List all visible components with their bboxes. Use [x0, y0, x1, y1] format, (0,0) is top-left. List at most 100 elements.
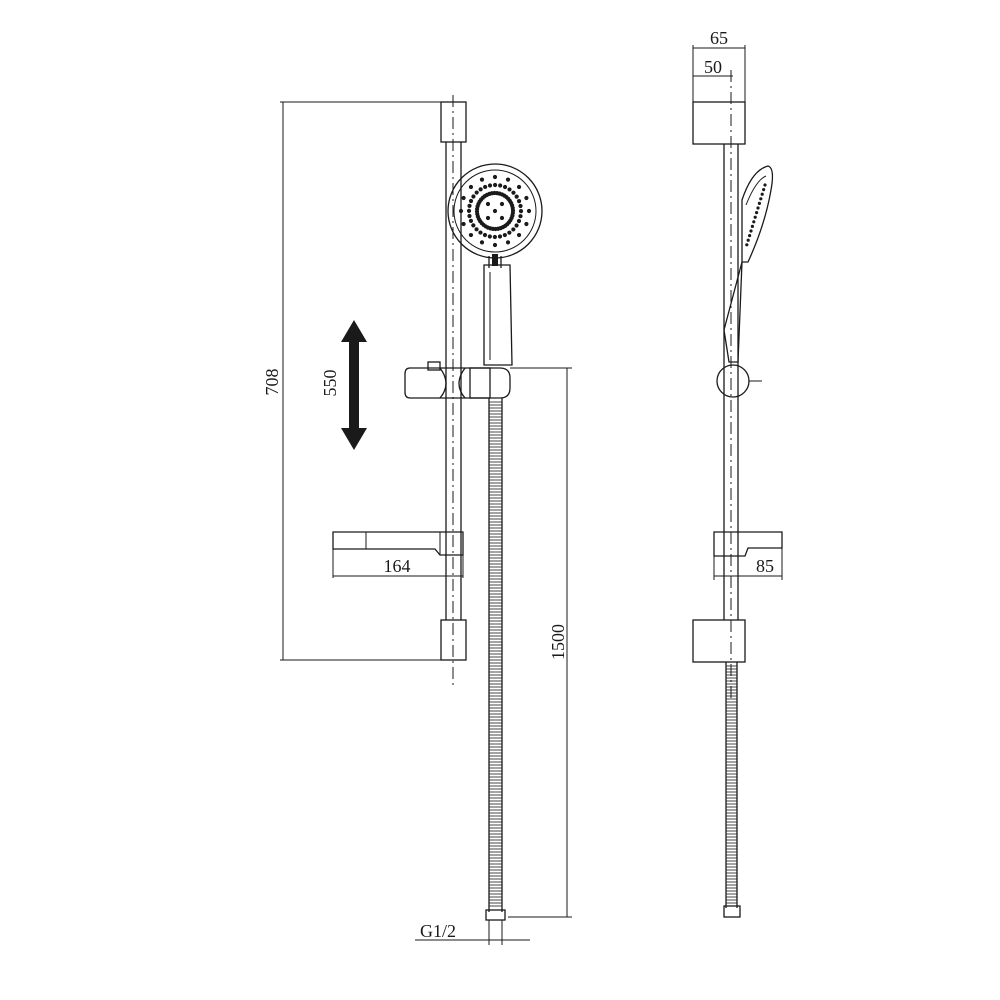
side-view: 85 65 50 — [692, 28, 783, 918]
nozzle-dot — [499, 215, 505, 221]
nozzle-dot — [516, 232, 522, 238]
bottom-wall-bracket — [440, 619, 467, 661]
nozzle-dot — [511, 190, 516, 195]
nozzle-dot — [468, 184, 474, 190]
side-nozzle-dot — [746, 238, 750, 242]
side-nozzle-dot — [757, 201, 762, 205]
nozzle-dot — [461, 195, 466, 201]
nozzle-dot — [492, 174, 498, 180]
side-soap-dish: 85 — [713, 531, 783, 580]
nozzle-dot — [474, 190, 479, 195]
dimension-bracket-depth: 65 50 — [692, 28, 746, 102]
nozzle-dot — [485, 215, 491, 221]
nozzle-dot — [514, 223, 519, 228]
nozzle-dot — [497, 234, 503, 239]
shower-handle — [483, 264, 513, 366]
nozzle-dot — [507, 230, 512, 235]
dim-1500-label: 1500 — [548, 624, 568, 660]
side-nozzle-dot — [756, 206, 760, 210]
nozzle-dot — [492, 242, 498, 248]
dim-65-label: 65 — [710, 28, 728, 48]
nozzle-dot — [524, 195, 529, 201]
nozzle-dot — [526, 208, 532, 214]
side-nozzle-dot — [760, 192, 764, 196]
side-bottom-bracket — [692, 619, 746, 663]
nozzle-dot — [479, 240, 485, 245]
nozzle-dot — [468, 198, 474, 204]
nozzle-dot — [492, 208, 498, 214]
nozzle-dot — [483, 184, 488, 190]
nozzle-dot — [518, 203, 523, 209]
side-nozzle-dot — [763, 183, 767, 187]
dim-164-label: 164 — [384, 556, 411, 576]
nozzle-dot — [499, 201, 505, 207]
nozzle-dot — [507, 187, 512, 192]
nozzle-dot — [478, 187, 483, 192]
side-shower-head — [723, 165, 774, 363]
dimension-rail-length: 708 — [262, 101, 441, 661]
nozzle-dot — [498, 183, 503, 188]
dim-708-label: 708 — [262, 369, 282, 396]
side-rail — [723, 144, 739, 620]
nozzle-dot — [478, 230, 483, 235]
front-view: 708 550 164 1500 G1/2 — [262, 95, 572, 945]
double-arrow-vertical-icon — [341, 320, 367, 450]
nozzle-dot — [466, 208, 472, 214]
side-nozzle-dot — [762, 188, 766, 192]
nozzle-dot — [479, 177, 485, 182]
shower-hose — [485, 398, 506, 945]
nozzle-dot — [467, 203, 472, 208]
side-nozzle-dot — [753, 215, 757, 219]
side-nozzle-dot — [750, 224, 755, 228]
nozzle-dot — [518, 208, 524, 214]
nozzle-pattern — [458, 174, 532, 248]
side-nozzle-dot — [745, 243, 749, 247]
side-nozzle-dot — [748, 234, 752, 238]
nozzle-dot — [518, 214, 523, 219]
nozzle-dot — [502, 184, 508, 190]
nozzle-dot — [471, 223, 476, 228]
dimension-soap-dish: 164 — [333, 556, 463, 577]
dim-50-label: 50 — [704, 57, 722, 77]
side-nozzle-dot — [749, 229, 753, 233]
soap-dish — [332, 531, 464, 578]
side-nozzle-dot — [755, 211, 759, 215]
nozzle-dot — [511, 227, 516, 232]
nozzle-dot — [487, 183, 493, 188]
dim-g12-label: G1/2 — [420, 921, 456, 941]
nozzle-dot — [474, 227, 479, 232]
nozzle-dot — [505, 177, 511, 182]
nozzle-dot — [485, 201, 491, 207]
shower-head — [447, 163, 543, 268]
nozzle-dot — [461, 221, 466, 227]
nozzle-dot — [492, 182, 498, 188]
side-nozzle-dot — [759, 197, 763, 201]
dimension-hose-length: 1500 — [508, 367, 572, 918]
nozzle-dot — [487, 234, 492, 239]
dim-85-label: 85 — [756, 556, 774, 576]
side-top-bracket — [692, 101, 746, 145]
nozzle-dot — [468, 232, 474, 238]
nozzle-dot — [482, 232, 488, 238]
nozzle-dot — [516, 218, 522, 224]
dim-550-label: 550 — [320, 370, 340, 397]
dimension-slide-range: 550 — [320, 320, 367, 450]
nozzle-dot — [505, 240, 511, 245]
side-slider — [716, 364, 750, 398]
nozzle-dot — [471, 194, 476, 199]
nozzle-dot — [524, 221, 529, 227]
nozzle-dot — [458, 208, 464, 214]
nozzle-dot — [468, 218, 474, 223]
nozzle-dot — [492, 234, 498, 240]
nozzle-dot — [516, 184, 522, 190]
nozzle-dot — [502, 232, 507, 238]
nozzle-dot — [510, 213, 515, 218]
nozzle-dot — [467, 213, 472, 219]
side-nozzle-dot — [752, 220, 756, 224]
slider-holder — [404, 361, 540, 399]
dimension-connection: G1/2 — [415, 921, 530, 941]
nozzle-dot — [514, 194, 519, 199]
side-shower-hose — [723, 662, 741, 918]
nozzle-dot — [516, 199, 522, 204]
